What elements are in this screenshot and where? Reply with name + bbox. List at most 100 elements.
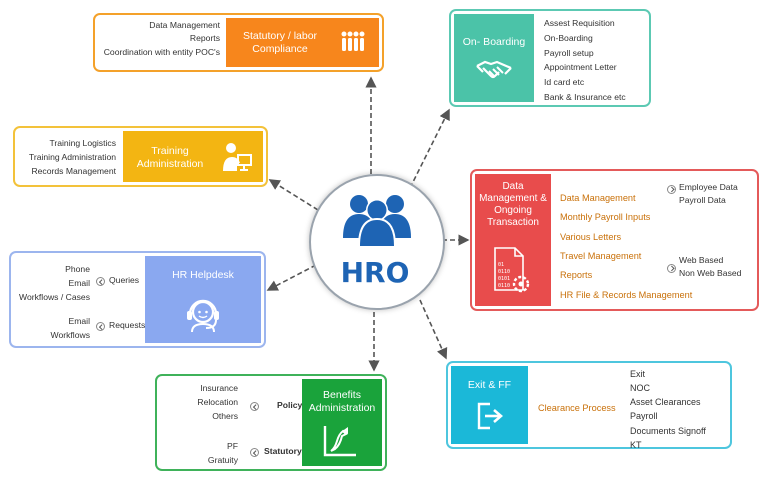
chevron-right-icon [667, 264, 676, 273]
list-item: Reports [189, 33, 220, 44]
list-item: Workflows / Cases [19, 291, 90, 302]
benefits-box: Insurance Relocation Others Policy PF Gr… [155, 374, 387, 471]
hro-center-circle: HRO [309, 174, 445, 310]
arrow-to-exit [419, 299, 448, 360]
exit-items: Exit NOC Asset Clearances Payroll Docume… [630, 367, 706, 452]
arrow-to-onboarding [409, 108, 450, 189]
list-item: Coordination with entity POC's [103, 46, 220, 57]
chevron-left-icon [96, 277, 105, 286]
list-item: Gratuity [207, 454, 238, 465]
svg-text:0110: 0110 [498, 283, 510, 289]
list-item: Documents Signoff [630, 425, 706, 436]
onboarding-box: On- Boarding Assest Requisition On-Board… [449, 9, 651, 107]
exit-ff-box: Exit & FF Clearance Process Exit NOC Ass… [446, 361, 732, 452]
list-item: Appointment Letter [544, 62, 617, 73]
list-item: Training Logistics [49, 138, 116, 148]
arrow-to-training [268, 179, 319, 211]
training-title: Training Administration [136, 145, 204, 171]
list-item: PF [227, 441, 238, 451]
benefits-tile: Benefits Administration [302, 379, 382, 466]
list-item: On-Boarding [544, 32, 593, 43]
reports-sub-items: Web Based Non Web Based [679, 254, 741, 281]
policy-items: Insurance Relocation Others [197, 382, 238, 423]
onboarding-title: On- Boarding [462, 36, 526, 48]
arrow-to-helpdesk [266, 264, 317, 291]
queries-items: Phone Email Workflows / Cases [19, 263, 90, 304]
list-item: KT [630, 439, 642, 450]
data-management-box: Data Management & Ongoing Transaction 01… [470, 169, 759, 311]
list-item: Assest Requisition [544, 18, 615, 28]
data-management-title: Data Management & Ongoing Transaction [479, 181, 547, 228]
list-item: Email [68, 316, 91, 326]
training-box: Training Logistics Training Administrati… [13, 126, 268, 187]
list-item: HR File & Records Management [560, 289, 693, 300]
hro-label: HRO [340, 256, 410, 289]
list-item: Employee Data [679, 182, 738, 192]
list-item: Various Letters [560, 231, 622, 242]
list-item: Exit [630, 369, 646, 379]
list-item: Training Administration [28, 151, 116, 162]
onboarding-tile: On- Boarding [454, 14, 534, 102]
hr-helpdesk-tile: HR Helpdesk [145, 256, 261, 343]
list-item: Data Management [560, 193, 636, 203]
list-item: Relocation [197, 396, 238, 407]
policy-label: Policy [277, 400, 303, 410]
svg-text:0101: 0101 [498, 276, 510, 282]
list-item: Asset Clearances [630, 397, 701, 408]
chevron-left-icon [250, 402, 259, 411]
statutory-benefit-label: Statutory [264, 446, 302, 456]
list-item: Payroll setup [544, 47, 594, 58]
growth-chart-icon [323, 426, 356, 457]
data-sub-items: Employee Data Payroll Data [679, 181, 738, 208]
data-management-tile: Data Management & Ongoing Transaction 01… [475, 174, 551, 306]
queries-label: Queries [109, 275, 140, 285]
chevron-left-icon [250, 448, 259, 457]
list-item: Bank & Insurance etc [544, 91, 626, 102]
requests-label: Requests [109, 320, 146, 330]
statutory-tile: Statutory / labor Compliance [226, 18, 379, 67]
list-item: Payroll [630, 411, 658, 422]
hr-helpdesk-title: HR Helpdesk [172, 269, 234, 281]
list-item: Records Management [31, 165, 116, 176]
headset-icon [187, 299, 219, 333]
statutory-benefit-items: PF Gratuity [208, 440, 238, 468]
list-item: Email [68, 277, 91, 288]
list-item: Web Based [679, 255, 724, 265]
chevron-left-icon [96, 322, 105, 331]
svg-text:0110: 0110 [498, 269, 510, 275]
statutory-compliance-box: Data Management Reports Coordination wit… [93, 13, 384, 72]
data-management-items: Data Management Monthly Payroll Inputs V… [560, 189, 692, 305]
hro-people-icon [343, 195, 411, 246]
exit-door-icon [477, 402, 503, 430]
list-item: Others [212, 410, 238, 421]
svg-text:01: 01 [498, 262, 504, 268]
benefits-title: Benefits Administration [308, 389, 376, 415]
statutory-items: Data Management Reports Coordination wit… [104, 19, 220, 59]
list-item: Travel Management [560, 250, 642, 261]
list-item: Workflows [50, 329, 90, 340]
list-item: Phone [65, 264, 90, 274]
training-tile: Training Administration [123, 131, 263, 182]
list-item: Data Management [149, 20, 220, 30]
handshake-icon [476, 60, 512, 79]
requests-items: Email Workflows [51, 315, 90, 343]
list-item: Id card etc [544, 77, 585, 88]
chevron-right-icon [667, 185, 676, 194]
statutory-title: Statutory / labor Compliance [242, 30, 318, 56]
onboarding-items: Assest Requisition On-Boarding Payroll s… [544, 16, 626, 105]
list-item: Payroll Data [679, 195, 726, 206]
hr-helpdesk-box: Phone Email Workflows / Cases Queries Em… [9, 251, 266, 348]
training-items: Training Logistics Training Administrati… [29, 137, 116, 178]
people-group-icon [341, 31, 365, 51]
clearance-process-label: Clearance Process [538, 403, 616, 413]
list-item: Reports [560, 270, 593, 281]
list-item: Monthly Payroll Inputs [560, 212, 651, 223]
exit-ff-title: Exit & FF [467, 379, 512, 391]
exit-ff-tile: Exit & FF [451, 366, 528, 444]
data-document-icon: 01 0110 0101 0110 [494, 247, 530, 293]
presenter-icon [223, 143, 252, 171]
list-item: NOC [630, 383, 650, 394]
list-item: Insurance [200, 383, 238, 393]
list-item: Non Web Based [679, 268, 742, 279]
